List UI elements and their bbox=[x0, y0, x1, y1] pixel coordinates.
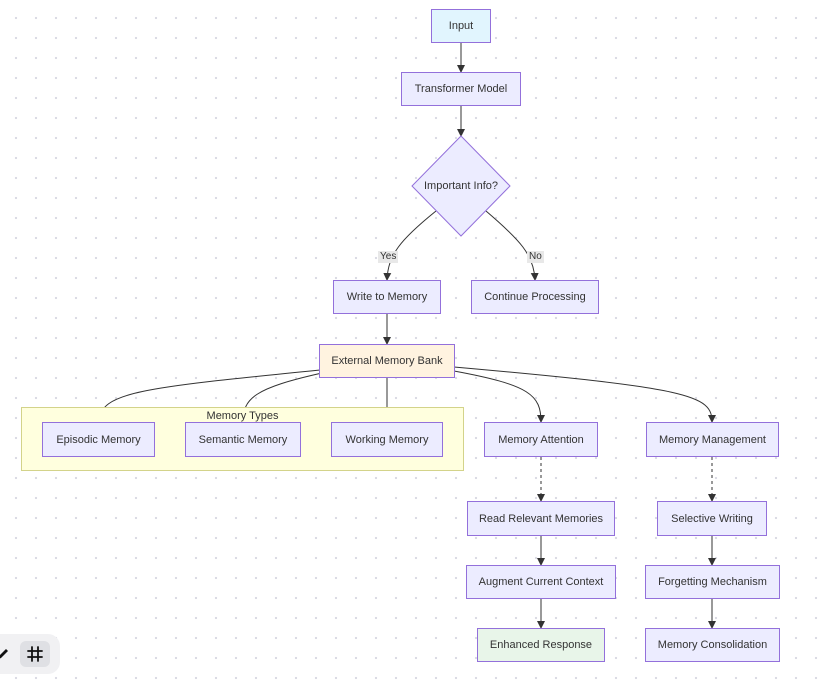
edge-decision-continue bbox=[485, 210, 539, 281]
node-transformer-model[interactable]: Transformer Model bbox=[401, 72, 521, 106]
pen-icon bbox=[0, 649, 8, 659]
canvas-toolbar bbox=[0, 634, 60, 674]
edge-label-yes: Yes bbox=[378, 251, 399, 263]
edge-decision-write bbox=[383, 210, 437, 281]
node-augment-current-context[interactable]: Augment Current Context bbox=[466, 565, 616, 599]
node-external-memory-bank[interactable]: External Memory Bank bbox=[319, 344, 455, 378]
edge-bank-management bbox=[453, 366, 716, 423]
node-write-to-memory[interactable]: Write to Memory bbox=[333, 280, 441, 314]
pen-tool-button[interactable] bbox=[0, 641, 18, 667]
node-enhanced-response[interactable]: Enhanced Response bbox=[477, 628, 605, 662]
node-memory-consolidation[interactable]: Memory Consolidation bbox=[645, 628, 780, 662]
node-forgetting-mechanism[interactable]: Forgetting Mechanism bbox=[645, 565, 780, 599]
node-episodic-memory[interactable]: Episodic Memory bbox=[42, 422, 155, 457]
node-working-memory[interactable]: Working Memory bbox=[331, 422, 443, 457]
node-memory-attention[interactable]: Memory Attention bbox=[484, 422, 598, 457]
node-read-relevant-memories[interactable]: Read Relevant Memories bbox=[467, 501, 615, 536]
memory-types-title: Memory Types bbox=[206, 410, 279, 422]
edge-bank-attention bbox=[453, 370, 545, 423]
node-semantic-memory[interactable]: Semantic Memory bbox=[185, 422, 301, 457]
node-selective-writing[interactable]: Selective Writing bbox=[657, 501, 767, 536]
node-input[interactable]: Input bbox=[431, 9, 491, 43]
decision-diamond-shape bbox=[411, 135, 511, 237]
grid-toggle-button[interactable] bbox=[20, 641, 50, 667]
edge-label-no: No bbox=[527, 251, 544, 263]
node-continue-processing[interactable]: Continue Processing bbox=[471, 280, 599, 314]
grid-icon bbox=[27, 646, 43, 662]
node-memory-management[interactable]: Memory Management bbox=[646, 422, 779, 457]
